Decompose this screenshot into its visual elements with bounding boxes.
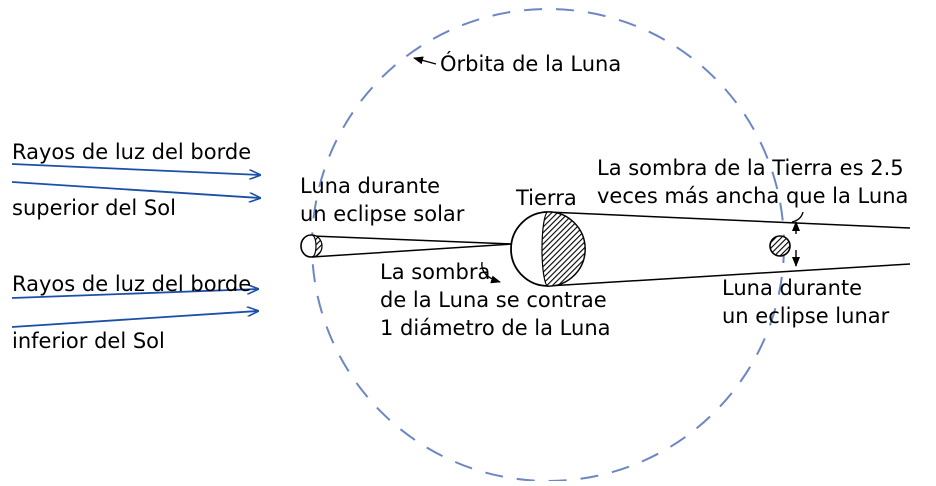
earth-label: Tierra: [515, 186, 577, 210]
ray-arrow: [11, 289, 258, 299]
moon-shadow-label-line1: La sombra: [380, 260, 490, 284]
earth: [510, 211, 586, 287]
moon-solar-eclipse-label-line2: un eclipse solar: [300, 202, 465, 226]
lower-rays-label-line2: inferior del Sol: [12, 329, 165, 353]
lower-sun-rays: [11, 289, 258, 328]
lower-rays-label-line1: Rayos de luz del borde: [12, 272, 251, 296]
earth-shadow: [547, 211, 911, 287]
shadow-width-indicator: [791, 211, 804, 267]
upper-rays-label-line1: Rayos de luz del borde: [12, 140, 251, 164]
ray-arrow: [11, 311, 258, 328]
earth-shadow-label-line2: veces más ancha que la Luna: [597, 184, 908, 208]
moon-solar-eclipse: [300, 234, 323, 258]
ray-arrow: [11, 181, 260, 198]
upper-rays-label-line2: superior del Sol: [12, 196, 176, 220]
upper-sun-rays: [11, 163, 260, 198]
moon-solar-eclipse-label-line1: Luna durante: [300, 174, 440, 198]
earth-shadow-label-line1: La sombra de la Tierra es 2.5: [597, 156, 904, 180]
orbit-pointer: [413, 56, 437, 65]
moon-shadow-label-line3: 1 diámetro de la Luna: [380, 316, 611, 340]
moon-shadow-pointer: [481, 261, 501, 284]
moon-shadow-label-line2: de la Luna se contrae: [380, 288, 607, 312]
orbit-label: Órbita de la Luna: [440, 51, 621, 76]
moon-lunar-eclipse-label-line2: un eclipse lunar: [722, 304, 890, 328]
moon-lunar-eclipse: [769, 235, 791, 257]
ray-arrow: [11, 163, 260, 175]
moon-shadow-cone: [311, 235, 513, 258]
moon-lunar-eclipse-label-line1: Luna durante: [722, 276, 862, 300]
